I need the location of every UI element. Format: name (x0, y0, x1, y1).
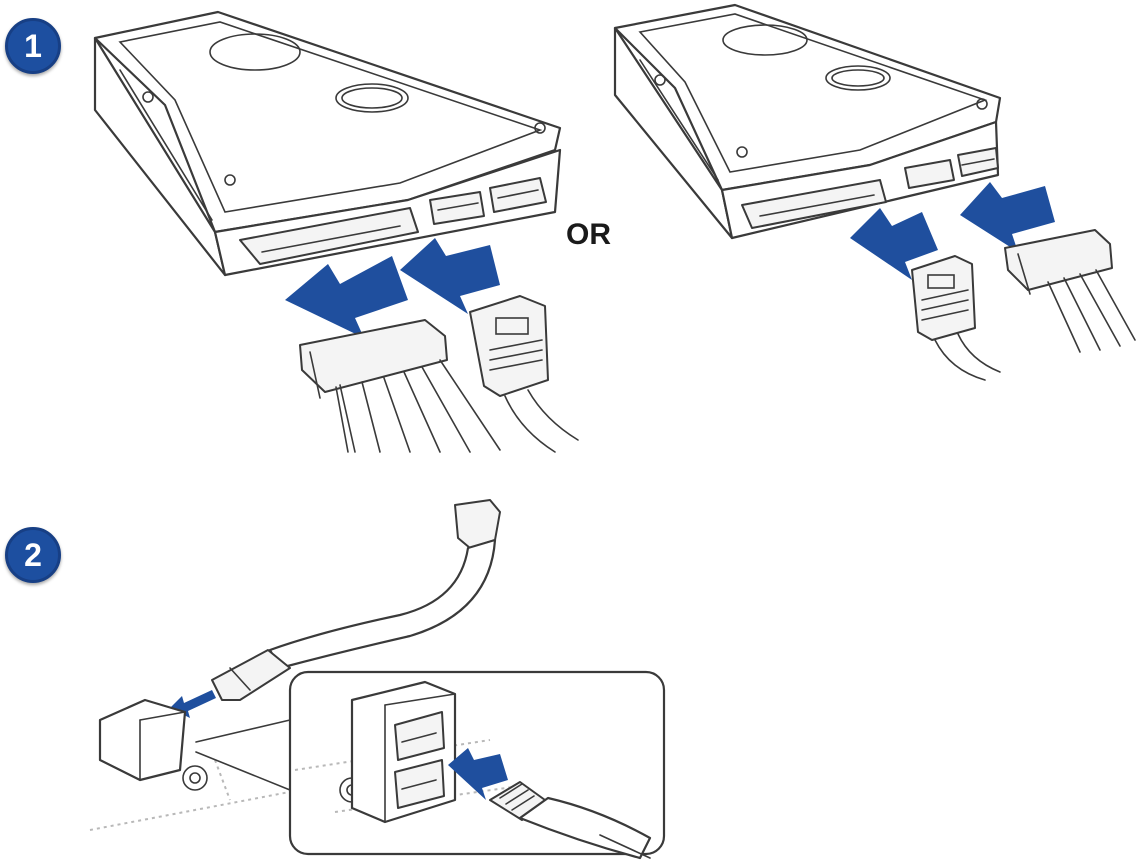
or-label: OR (566, 218, 611, 252)
hard-drive-right (615, 5, 1000, 238)
sata-power-connector-left (300, 320, 500, 452)
motherboard-port-block (90, 700, 300, 830)
step-1-badge: 1 (5, 18, 61, 74)
arrow-left-power (285, 256, 408, 338)
sata-cable-step2 (212, 500, 500, 700)
sata-power-connector-right (1005, 230, 1135, 352)
sata-data-connector-right (912, 256, 1000, 380)
arrow-left-data (400, 238, 500, 314)
hard-drive-left (95, 12, 560, 275)
step-2-badge: 2 (5, 527, 61, 583)
